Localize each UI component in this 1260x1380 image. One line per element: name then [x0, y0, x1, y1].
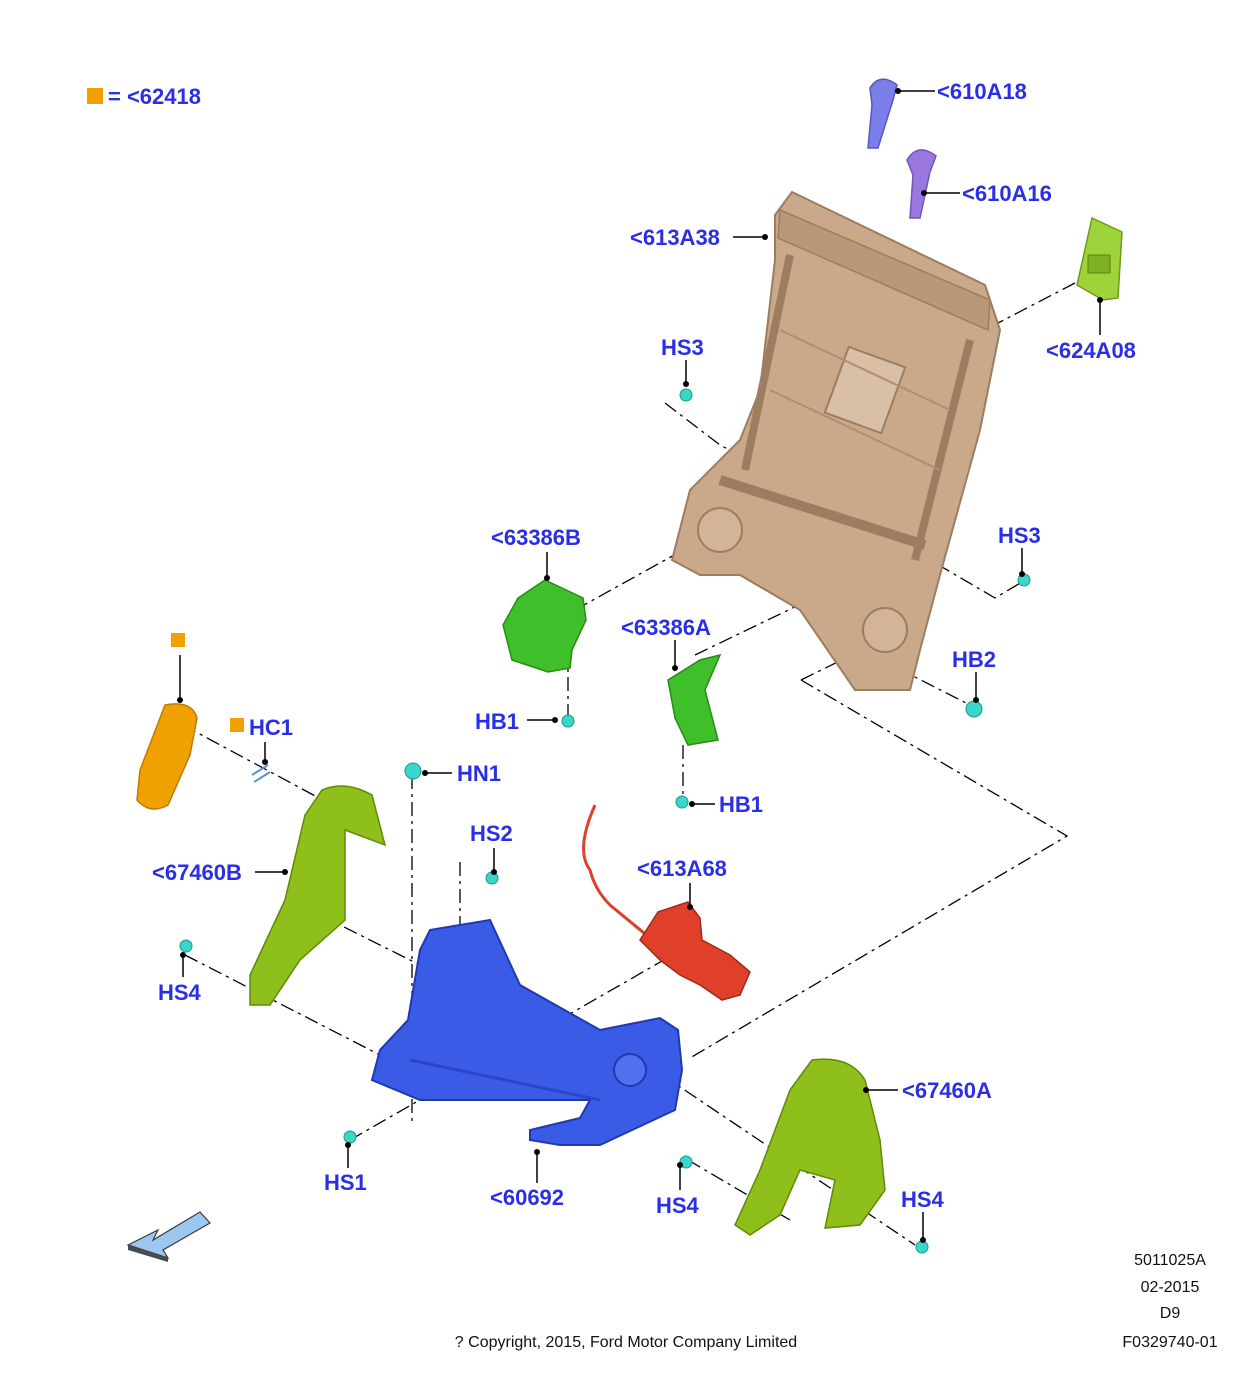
side-shield-b	[249, 785, 387, 1006]
footer-code: 5011025A	[1134, 1252, 1206, 1269]
label-hs3-right: HS3	[998, 523, 1041, 548]
recline-motor	[582, 804, 751, 1001]
label-613A68: <613A68	[637, 856, 727, 881]
label-hs2: HS2	[470, 821, 513, 846]
legend-marker	[87, 88, 103, 104]
label-hb1-left: HB1	[475, 709, 519, 734]
label-hs4-mid: HS4	[656, 1193, 700, 1218]
label-hs4-right: HS4	[901, 1187, 945, 1212]
label-hc1: HC1	[249, 715, 293, 740]
label-hs4-left: HS4	[158, 980, 202, 1005]
handle-clip	[251, 764, 271, 783]
footer-rev: D9	[1160, 1305, 1181, 1322]
direction-arrow-icon	[126, 1211, 211, 1262]
recliner-cover-b	[502, 579, 587, 673]
side-shield-a	[734, 1058, 886, 1236]
footer-ref: F0329740-01	[1122, 1334, 1217, 1351]
recliner-cover-a	[667, 653, 722, 746]
label-63386A: <63386A	[621, 615, 711, 640]
label-67460A: <67460A	[902, 1078, 992, 1103]
recline-handle	[136, 703, 198, 810]
label-67460B: <67460B	[152, 860, 242, 885]
label-63386B: <63386B	[491, 525, 581, 550]
footer-copyright: ? Copyright, 2015, Ford Motor Company Li…	[455, 1334, 797, 1351]
leader-lines	[177, 88, 1103, 1243]
seat-track-base	[370, 918, 684, 1146]
headrest-guide-a	[867, 78, 898, 149]
label-hn1: HN1	[457, 761, 501, 786]
label-hb1-mid: HB1	[719, 792, 763, 817]
label-613A38: <613A38	[630, 225, 720, 250]
label-hs3-top: HS3	[661, 335, 704, 360]
label-610A16: <610A16	[962, 181, 1052, 206]
latch-bracket	[1076, 216, 1123, 301]
seat-back-frame	[670, 190, 1002, 691]
footer-date: 02-2015	[1141, 1279, 1200, 1296]
label-hb2: HB2	[952, 647, 996, 672]
label-624A08: <624A08	[1046, 338, 1136, 363]
label-610A18: <610A18	[937, 79, 1027, 104]
legend-marker-handle	[171, 633, 185, 647]
label-hs1: HS1	[324, 1170, 367, 1195]
label-60692: <60692	[490, 1185, 564, 1210]
legend-marker-clip	[230, 718, 244, 732]
headrest-guide-b	[906, 149, 937, 219]
legend-text: = <62418	[108, 84, 201, 109]
